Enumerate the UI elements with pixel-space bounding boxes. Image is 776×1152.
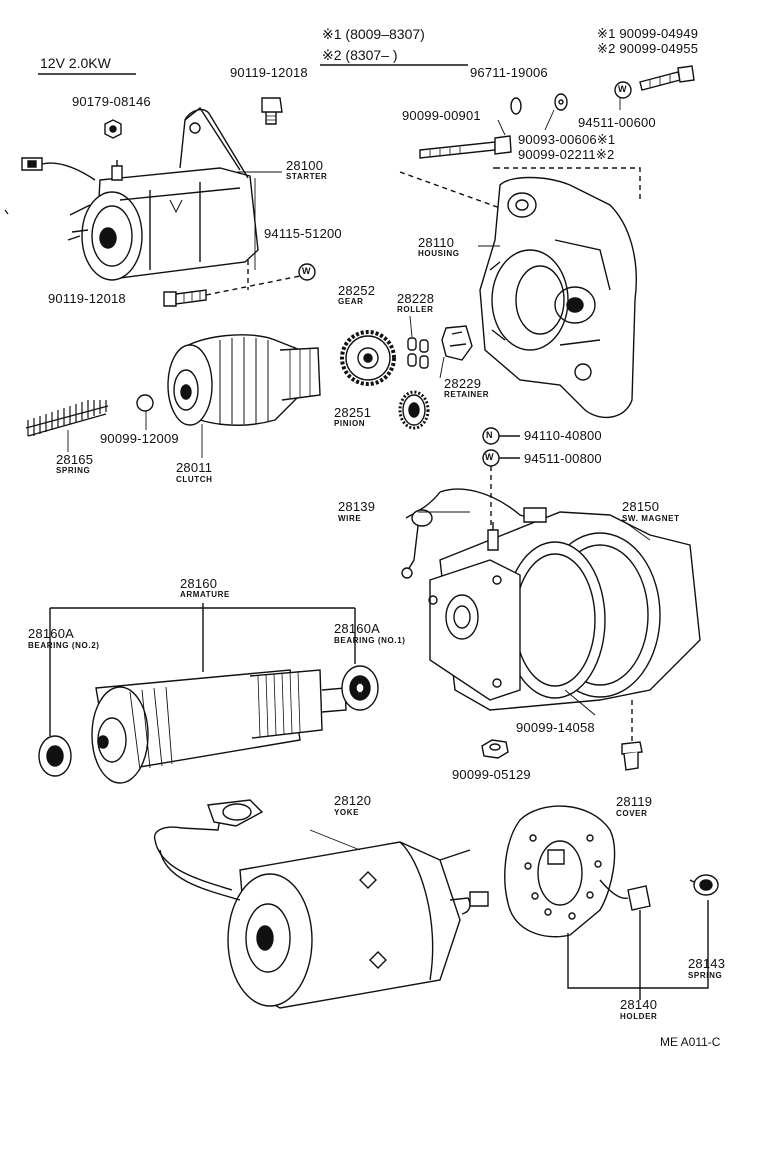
starter-assembly-drawing <box>22 108 258 280</box>
clutch-28011-drawing <box>168 335 320 425</box>
bolt-90119-top <box>262 98 282 124</box>
note-2: ※2 (8307– ) <box>322 47 398 63</box>
part-90099-02211: 90099-02211※2 <box>518 147 615 162</box>
part-28251-num: 28251 <box>334 405 372 420</box>
holder-bracket-lines <box>568 900 708 1000</box>
marker-n-letter: N <box>486 430 493 440</box>
part-28228-name: ROLLER <box>397 305 434 314</box>
gear-28252-drawing <box>342 332 394 384</box>
part-90099-05129: 90099-05129 <box>452 767 531 782</box>
washer-94115 <box>299 264 315 280</box>
marker-w-94511-00600: W <box>618 84 627 94</box>
part-28011-num: 28011 <box>176 460 213 475</box>
part-28119-name: COVER <box>616 809 648 818</box>
housing-dashed-leader <box>400 168 640 208</box>
o-ring-96711 <box>511 98 521 114</box>
part-94110-40800: 94110-40800 <box>524 428 602 443</box>
leader-dashed-bolt <box>206 276 300 295</box>
part-90119-12018-top: 90119-12018 <box>230 65 308 80</box>
retainer-28229-drawing <box>442 326 472 360</box>
wire-28139-drawing <box>402 492 440 578</box>
header-lines <box>38 65 468 74</box>
part-94511-00600: 94511-00600 <box>578 115 656 130</box>
part-28160a-no2-num: 28160A <box>28 626 75 641</box>
part-94115-51200: 94115-51200 <box>264 226 342 241</box>
yoke-drawing <box>155 800 488 1008</box>
part-28160a-no2-name: BEARING (NO.2) <box>28 641 100 650</box>
armature-drawing <box>92 670 346 783</box>
part-28100-name: STARTER <box>286 172 328 181</box>
part-28119-num: 28119 <box>616 794 653 809</box>
part-28160a-no1-num: 28160A <box>334 621 381 636</box>
part-28165-name: SPRING <box>56 466 91 475</box>
armature-bracket-lines <box>50 603 355 736</box>
bolt-90119-bottom <box>164 290 206 306</box>
part-28252-name: GEAR <box>338 297 364 306</box>
part-28160-num: 28160 <box>180 576 218 591</box>
pinion-28251-drawing <box>400 392 428 428</box>
part-90093-00606: 90093-00606※1 <box>518 132 616 147</box>
part-90099-12009: 90099-12009 <box>100 431 179 446</box>
part-28120-num: 28120 <box>334 793 372 808</box>
part-28228-num: 28228 <box>397 291 435 306</box>
washer-94511-00600 <box>615 82 631 98</box>
bearing-no2-drawing <box>39 736 71 776</box>
part-28160a-no1-name: BEARING (NO.1) <box>334 636 406 645</box>
part-28229-num: 28229 <box>444 376 482 391</box>
nut-90099-05129 <box>482 740 508 758</box>
diagram-reference-code: ME A011-C <box>660 1035 721 1049</box>
part-28229-name: RETAINER <box>444 390 490 399</box>
part-28120-name: YOKE <box>334 808 360 817</box>
magnet-switch-drawing <box>429 489 700 710</box>
part-28110-name: HOUSING <box>418 249 460 258</box>
part-28160-name: ARMATURE <box>180 590 230 599</box>
part-28143-num: 28143 <box>688 956 726 971</box>
part-94511-00800: 94511-00800 <box>524 451 602 466</box>
part-28140-num: 28140 <box>620 997 658 1012</box>
part-96711-19006: 96711-19006 <box>470 65 548 80</box>
part-28251-name: PINION <box>334 419 366 428</box>
through-bolt-drawing <box>420 136 511 158</box>
part-28150-name: SW. MAGNET <box>622 514 680 523</box>
part-28140-name: HOLDER <box>620 1012 658 1021</box>
roller-28228-drawing <box>408 338 428 368</box>
part-28252-num: 28252 <box>338 283 376 298</box>
part-28150-num: 28150 <box>622 499 660 514</box>
part-90179-08146: 90179-08146 <box>72 94 151 109</box>
bearing-no1-drawing <box>342 666 378 710</box>
bolt-90099-04949 <box>640 66 694 90</box>
brush-holder-drawing <box>505 806 650 937</box>
model-label: 12V 2.0KW <box>40 55 111 71</box>
nut-90179 <box>105 120 121 138</box>
washer-90093 <box>555 94 567 110</box>
leader-lines <box>68 98 650 850</box>
part-28143-name: SPRING <box>688 971 723 980</box>
part-28139-name: WIRE <box>338 514 362 523</box>
spring-28165-drawing <box>26 400 108 436</box>
part-90119-12018-bottom: 90119-12018 <box>48 291 126 306</box>
part-28100-num: 28100 <box>286 158 324 173</box>
marker-w-94115: W <box>302 266 311 276</box>
part-90099-14058: 90099-14058 <box>516 720 595 735</box>
part-28110-num: 28110 <box>418 235 455 250</box>
ball-90099-12009 <box>137 395 153 411</box>
part-28011-name: CLUTCH <box>176 475 213 484</box>
part-28165-num: 28165 <box>56 452 94 467</box>
note-1: ※1 (8009–8307) <box>322 26 425 42</box>
marker-w-letter: W <box>485 452 494 462</box>
part-90099-00901: 90099-00901 <box>402 108 481 123</box>
part-90099-04955: ※2 90099-04955 <box>597 41 699 56</box>
housing-drawing <box>480 178 636 418</box>
part-28139-num: 28139 <box>338 499 376 514</box>
cover-28119-drawing <box>622 742 642 770</box>
part-90099-04949: ※1 90099-04949 <box>597 26 699 41</box>
spring-28143-drawing <box>690 875 718 895</box>
